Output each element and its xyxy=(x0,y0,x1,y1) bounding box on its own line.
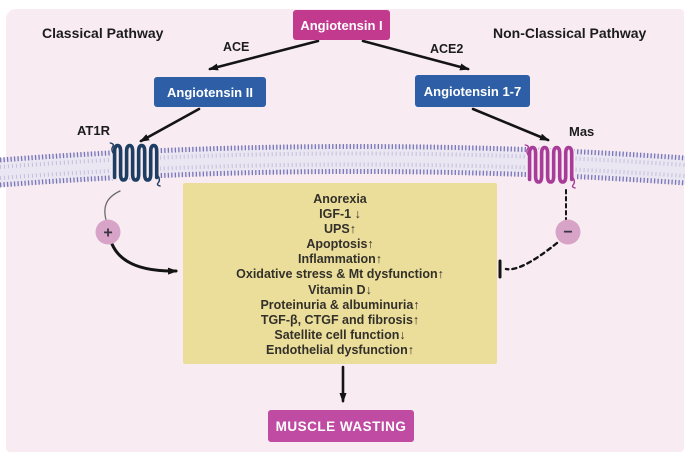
ace2-label: ACE2 xyxy=(430,42,464,56)
effect-item: Proteinuria & albuminuria↑ xyxy=(260,297,420,312)
at1r-receptor-icon xyxy=(109,142,161,187)
at1r-label: AT1R xyxy=(77,123,110,138)
effect-item: UPS↑ xyxy=(324,222,356,237)
effect-item: Anorexia xyxy=(313,192,367,206)
minus-sign-label: − xyxy=(563,224,572,241)
effect-item: Inflammation↑ xyxy=(297,252,383,267)
effect-item: Oxidative stress & Mt dysfunction↑ xyxy=(236,267,444,282)
effect-item: Endothelial dysfunction↑ xyxy=(266,342,414,357)
minus-sign-badge: − xyxy=(555,219,581,245)
dashed-minus-to-effects xyxy=(504,241,559,271)
effect-item: Satellite cell function↓ xyxy=(274,327,406,342)
cell-membrane-icon xyxy=(0,143,685,188)
plus-sign-label: + xyxy=(103,225,112,242)
mas-label: Mas xyxy=(569,124,595,139)
arrow-angiotensin2-to-at1r xyxy=(139,107,201,143)
effect-item: Vitamin D↓ xyxy=(308,282,372,297)
arrow-angiotensin17-to-mas xyxy=(471,107,550,142)
arrow-plus-to-effects xyxy=(110,242,178,275)
arrow-angiotensin1-to-angiotensin17 xyxy=(361,39,470,71)
effect-item: IGF-1 ↓ xyxy=(319,207,361,222)
effect-item: Apoptosis↑ xyxy=(306,237,374,252)
effect-item: TGF-β, CTGF and fibrosis↑ xyxy=(260,312,420,327)
classical-pathway-title: Classical Pathway xyxy=(42,25,164,41)
plus-sign-badge: + xyxy=(95,219,121,245)
angiotensin-i-box: Angiotensin I xyxy=(293,10,390,40)
non-classical-pathway-title: Non-Classical Pathway xyxy=(493,25,647,41)
angiotensin-ii-box: Angiotensin II xyxy=(154,77,266,107)
effects-box: Anorexia IGF-1 ↓ UPS↑ Apoptosis↑ Inflamm… xyxy=(183,183,497,364)
connector-at1r-to-plus xyxy=(104,190,121,221)
mas-receptor-icon xyxy=(524,144,576,189)
angiotensin-1-7-box: Angiotensin 1-7 xyxy=(415,75,530,107)
arrow-angiotensin1-to-angiotensin2 xyxy=(208,39,320,71)
muscle-wasting-box: MUSCLE WASTING xyxy=(268,410,414,442)
ace-label: ACE xyxy=(223,40,250,54)
